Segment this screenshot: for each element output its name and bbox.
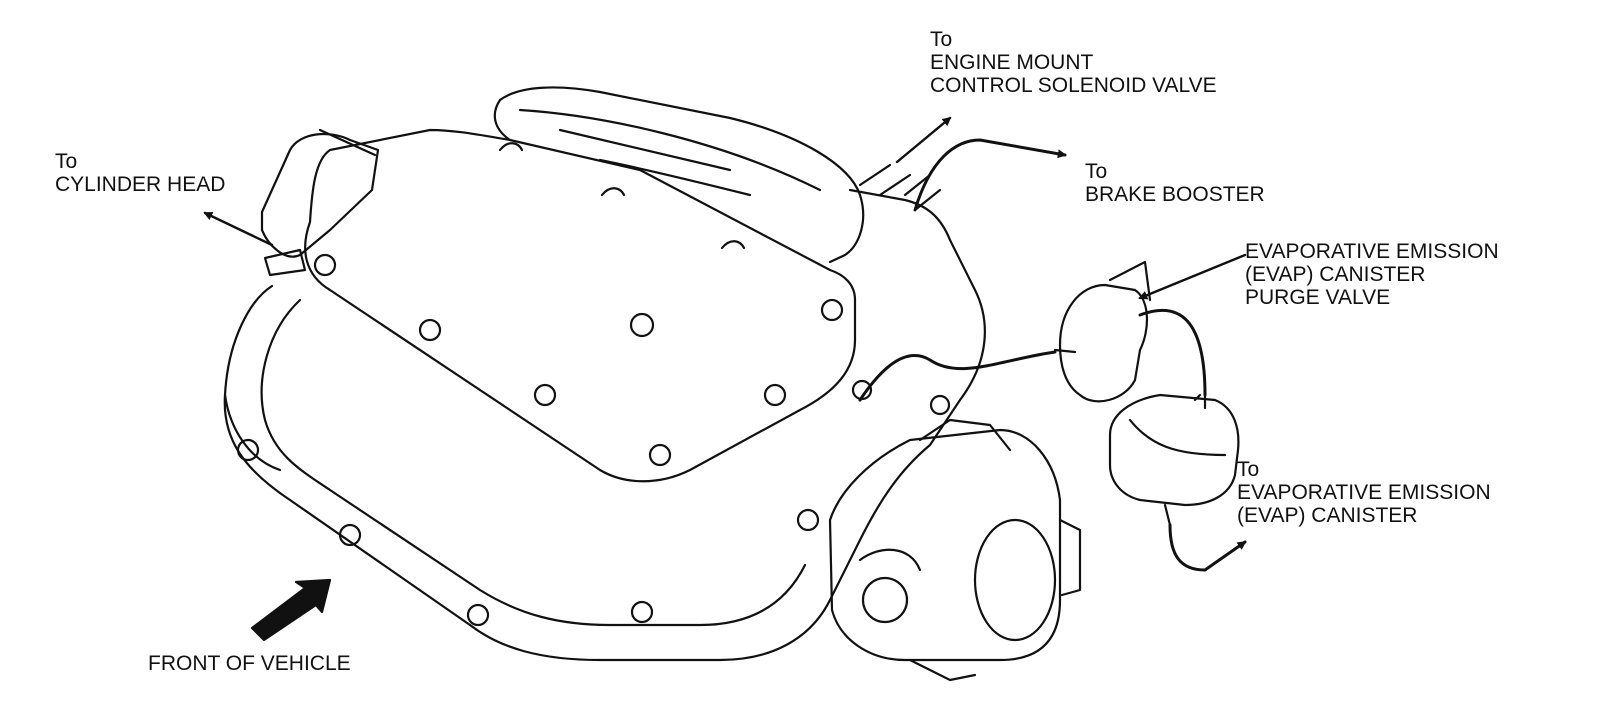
label-line: EVAPORATIVE EMISSION [1245, 240, 1499, 263]
evap-purge-valve [1058, 283, 1149, 403]
upper-plenum-cover [304, 128, 857, 483]
label-line: ENGINE MOUNT [930, 51, 1094, 74]
vacuum-nipples [858, 163, 942, 212]
evap-filter [1108, 393, 1240, 507]
leader-purge-valve [1138, 253, 1247, 300]
label-engine-mount: To ENGINE MOUNT CONTROL SOLENOID VALVE [930, 28, 1217, 97]
lower-manifold-inner-edge [260, 298, 807, 627]
label-line: To [1085, 160, 1108, 183]
label-purge-valve: EVAPORATIVE EMISSION (EVAP) CANISTER PUR… [1245, 240, 1499, 309]
hose-purge-to-throttle [858, 350, 1057, 402]
hose-filter-to-canister [1168, 523, 1247, 572]
label-line: FRONT OF VEHICLE [148, 652, 351, 675]
label-line: CYLINDER HEAD [55, 173, 226, 196]
label-line: To [55, 150, 78, 173]
label-line: (EVAP) CANISTER [1237, 504, 1418, 527]
label-line: To [1237, 458, 1260, 481]
label-line: BRAKE BOOSTER [1085, 183, 1265, 206]
arrow-engine-mount [895, 116, 952, 164]
label-brake-booster: To BRAKE BOOSTER [1085, 160, 1265, 206]
label-evap-canister: To EVAPORATIVE EMISSION (EVAP) CANISTER [1237, 458, 1491, 527]
label-line: (EVAP) CANISTER [1245, 263, 1426, 286]
hose-purge-to-filter [1138, 308, 1207, 397]
hose-brake-booster [913, 138, 1067, 212]
arrow-cylinder-head [203, 211, 274, 247]
label-line: PURGE VALVE [1245, 286, 1391, 309]
bolt-bosses [236, 142, 951, 627]
label-line: EVAPORATIVE EMISSION [1237, 481, 1491, 504]
label-line: CONTROL SOLENOID VALVE [930, 74, 1217, 97]
label-line: To [930, 28, 953, 51]
front-arrow-shape [250, 578, 332, 642]
lower-intake-manifold [223, 188, 986, 662]
cylinder-head-fitting [260, 133, 380, 258]
throttle-body [828, 428, 1062, 662]
upper-plenum-tube [498, 86, 865, 264]
label-cylinder-head: To CYLINDER HEAD [55, 150, 225, 196]
label-front-of-vehicle: FRONT OF VEHICLE [148, 652, 351, 675]
